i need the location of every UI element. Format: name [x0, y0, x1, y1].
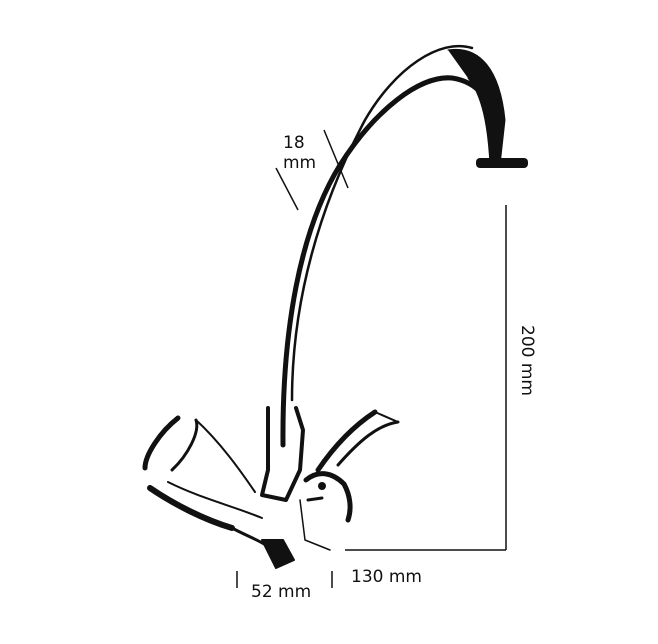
pipe-diameter-value: 18	[283, 133, 305, 153]
left-handle	[142, 415, 295, 569]
pipe-diameter-unit: mm	[283, 153, 316, 173]
pipe-diameter-tick-right	[323, 129, 349, 189]
faucet-base	[299, 499, 331, 551]
right-handle	[303, 409, 400, 523]
faucet-body	[260, 406, 305, 502]
reach-label: 130 mm	[351, 567, 422, 587]
spout-inner-edge	[280, 75, 496, 448]
base-width-label: 52 mm	[251, 582, 311, 602]
pipe-diameter-tick-left	[275, 167, 299, 211]
spout-outer-edge	[290, 44, 474, 402]
spout-head-shading	[447, 48, 506, 166]
faucet-drawing	[142, 44, 528, 569]
height-dimension-label: 200 mm	[517, 325, 537, 396]
dimension-lines	[236, 129, 507, 588]
aerator-nozzle	[476, 158, 528, 168]
